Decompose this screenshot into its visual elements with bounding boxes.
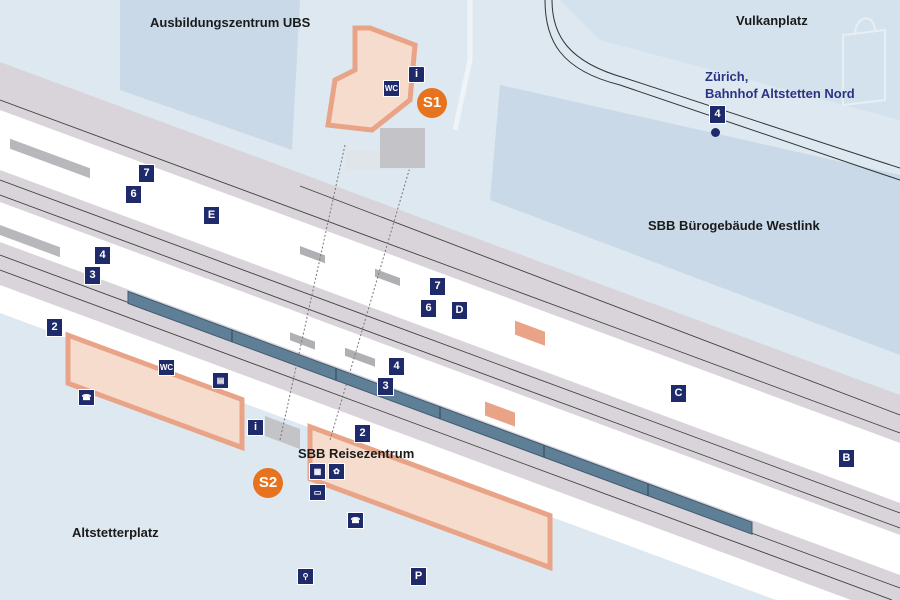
wc-icon[interactable]: WC: [158, 359, 175, 376]
kiosk: [515, 320, 545, 346]
stairs: [380, 128, 425, 168]
stairs: [265, 416, 300, 449]
wc-icon[interactable]: WC: [383, 80, 400, 97]
shopping-bag-icon: [842, 17, 886, 107]
stairs: [375, 268, 400, 286]
stairs: [345, 347, 375, 367]
label-ubs: Ausbildungszentrum UBS: [150, 15, 311, 30]
exit-s1[interactable]: S1: [417, 88, 447, 118]
stairs: [300, 246, 325, 264]
sector-marker[interactable]: C: [670, 384, 687, 403]
track-marker[interactable]: 2: [354, 424, 371, 443]
bike-parking-icon[interactable]: ⚲: [297, 568, 314, 585]
luggage-icon[interactable]: ▭: [309, 484, 326, 501]
stop-line2: Bahnhof Altstetten Nord: [705, 86, 855, 101]
track-marker[interactable]: 6: [420, 299, 437, 318]
label-altstetterplatz: Altstetterplatz: [72, 525, 159, 540]
track-marker[interactable]: 3: [84, 266, 101, 285]
stairs: [10, 138, 90, 179]
sector-marker[interactable]: D: [451, 301, 468, 320]
platform-ef: [0, 110, 900, 503]
reisezentrum-building: [307, 423, 553, 572]
track-marker[interactable]: 2: [46, 318, 63, 337]
parking-marker[interactable]: P: [410, 567, 427, 586]
phone-icon[interactable]: ☎: [78, 389, 95, 406]
ticket-machine-icon[interactable]: ▤: [212, 372, 229, 389]
track-marker[interactable]: 7: [429, 277, 446, 296]
vulkanplatz-block: [560, 0, 900, 120]
footpath: [452, 0, 473, 131]
platform-34: [0, 202, 900, 575]
sector-marker[interactable]: B: [838, 449, 855, 468]
label-reisezentrum: SBB Reisezentrum: [298, 446, 415, 461]
ubs-building-block: [120, 0, 300, 150]
info-icon[interactable]: i: [408, 66, 425, 83]
phone-icon[interactable]: ☎: [347, 512, 364, 529]
kiosk: [485, 401, 515, 427]
train: [127, 290, 753, 535]
travel-service-icon[interactable]: ✿: [328, 463, 345, 480]
stairs: [0, 225, 60, 258]
platform-2: [0, 285, 851, 600]
label-vulkanplatz: Vulkanplatz: [736, 13, 808, 28]
track-marker[interactable]: 6: [125, 185, 142, 204]
shops-building-west: [65, 331, 245, 452]
north-entrance-building: [325, 25, 418, 133]
sector-marker[interactable]: E: [203, 206, 220, 225]
ticket-counter-icon[interactable]: ▦: [309, 463, 326, 480]
track-marker[interactable]: 4: [94, 246, 111, 265]
sector-marker[interactable]: 7: [138, 164, 155, 183]
track-marker[interactable]: 3: [377, 377, 394, 396]
track-marker[interactable]: 4: [388, 357, 405, 376]
westlink-building-block: [490, 85, 900, 355]
tram-stop-marker[interactable]: 4: [709, 105, 726, 124]
label-westlink: SBB Bürogebäude Westlink: [648, 218, 820, 233]
tram-track: [544, 0, 900, 181]
exit-s2[interactable]: S2: [253, 468, 283, 498]
stop-line1: Zürich,: [705, 69, 749, 84]
stairs: [290, 332, 315, 350]
tram-stop-label: Zürich, Bahnhof Altstetten Nord: [705, 68, 855, 102]
tram-track: [551, 0, 900, 169]
tram-stop-dot: [711, 128, 720, 137]
info-icon[interactable]: i: [247, 419, 264, 436]
